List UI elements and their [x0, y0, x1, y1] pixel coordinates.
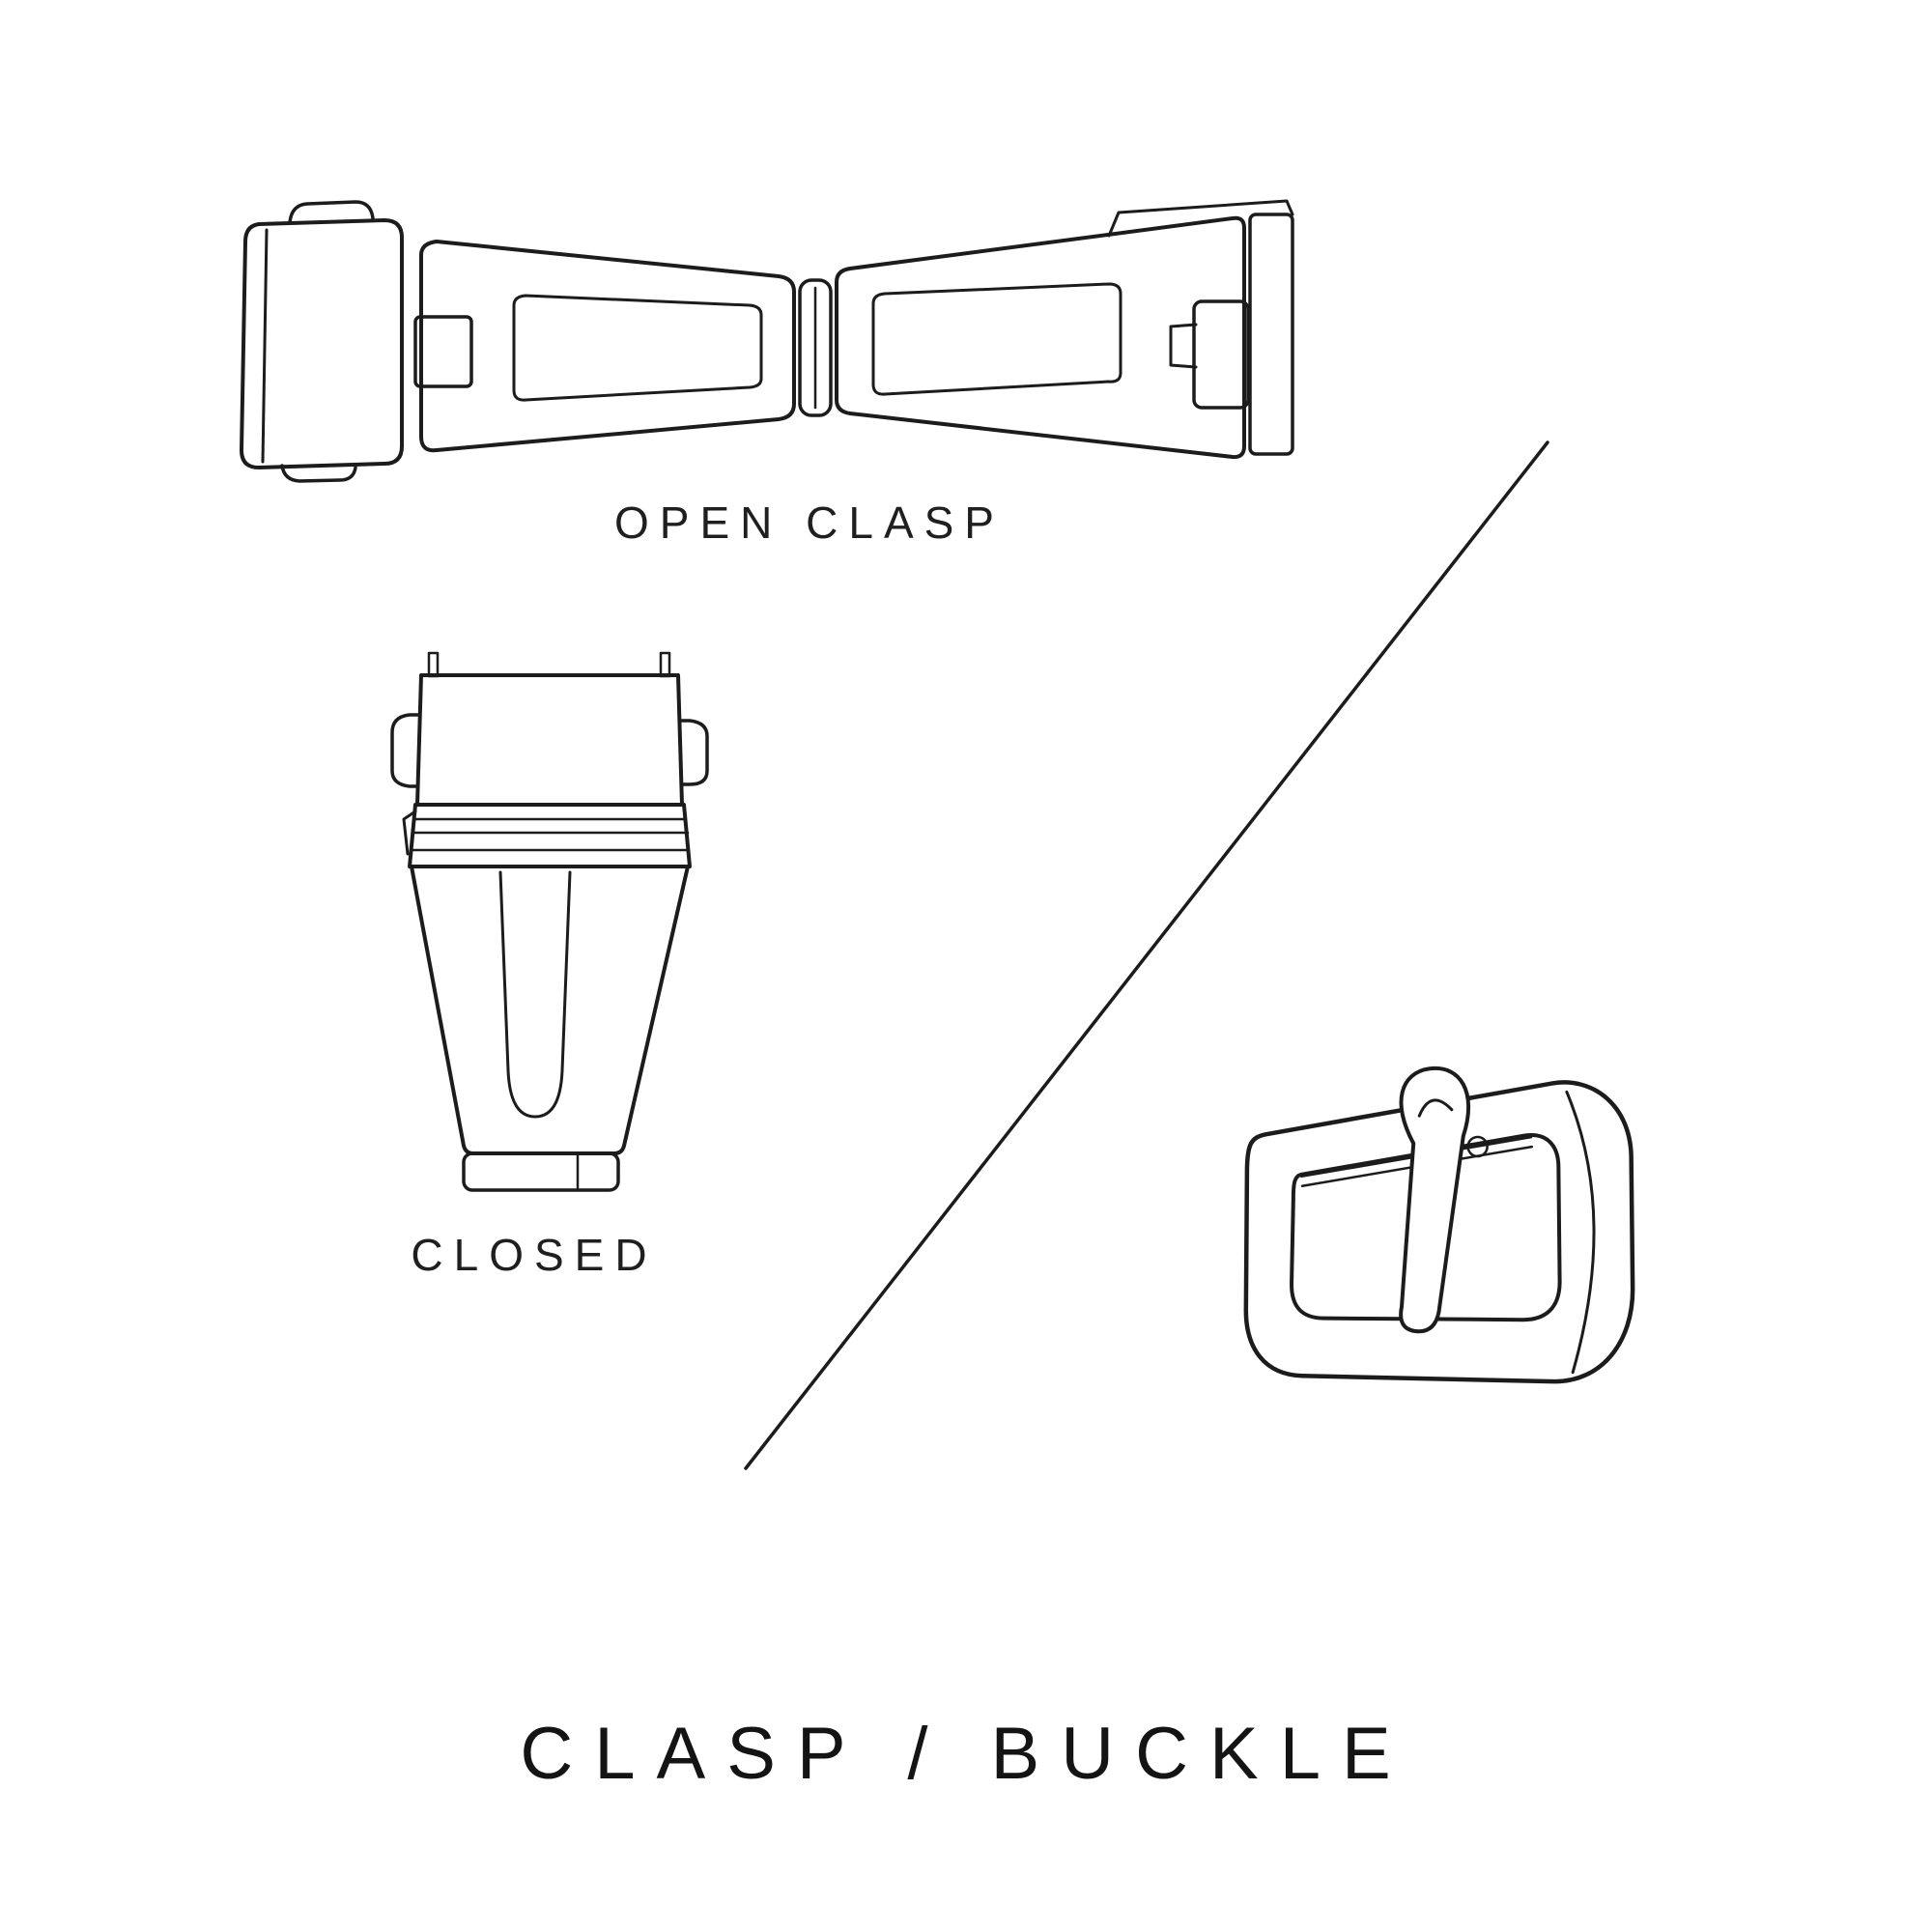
closed-clasp-illustration — [390, 651, 709, 1192]
page-title: CLASP / BUCKLE — [520, 1713, 1412, 1795]
buckle-illustration — [1243, 1065, 1635, 1384]
open-clasp-label: OPEN CLASP — [614, 497, 1005, 548]
closed-label: CLOSED — [411, 1230, 658, 1280]
divider-line — [744, 440, 1549, 1470]
open-clasp-illustration — [240, 199, 1294, 483]
